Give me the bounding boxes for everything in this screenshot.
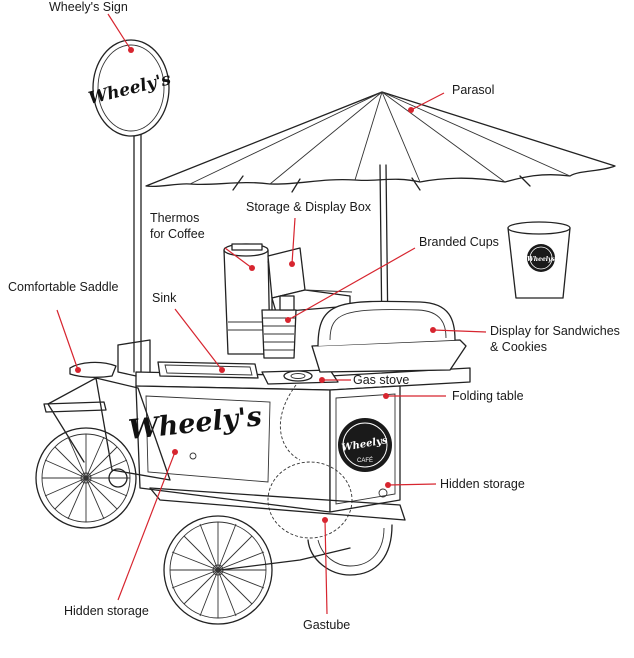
cafe-badge-sub: CAFÉ	[357, 457, 373, 464]
cup-logo-text: Wheelys	[527, 256, 556, 263]
label-sink: Sink	[152, 291, 177, 305]
label-folding-table: Folding table	[452, 389, 524, 403]
label-thermos-line1: Thermos	[150, 211, 199, 225]
label-hidden-storage-right: Hidden storage	[440, 477, 525, 491]
branded-cup-illustration: Wheelys	[508, 222, 570, 298]
sandwich-display	[312, 301, 466, 372]
label-hidden-storage-left: Hidden storage	[64, 604, 149, 618]
label-gas-stove: Gas stove	[353, 373, 409, 387]
label-display-line2: & Cookies	[490, 340, 547, 354]
label-comfortable-saddle: Comfortable Saddle	[8, 280, 119, 294]
label-parasol: Parasol	[452, 83, 494, 97]
label-thermos-line2: for Coffee	[150, 227, 205, 241]
label-branded-cups: Branded Cups	[419, 235, 499, 249]
label-wheelys-sign: Wheely's Sign	[49, 0, 128, 14]
label-gastube: Gastube	[303, 618, 350, 632]
wheelys-sign: Wheely's	[87, 40, 174, 372]
sink	[158, 362, 258, 378]
label-display-line1: Display for Sandwiches	[490, 324, 620, 338]
label-storage-display-box: Storage & Display Box	[246, 200, 372, 214]
